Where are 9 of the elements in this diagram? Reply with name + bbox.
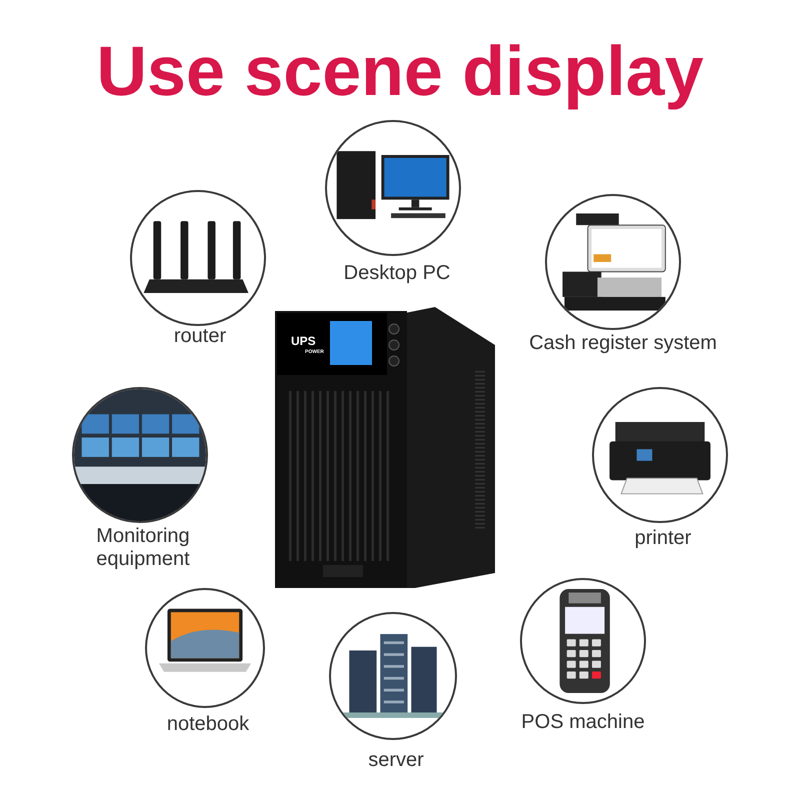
node-label: POS machine [520, 711, 646, 734]
node-label: router [172, 325, 228, 348]
node-label: notebook [166, 713, 250, 736]
node-label: Cash register system [528, 332, 718, 355]
node-label: printer [634, 527, 692, 550]
node-label: server [367, 749, 425, 772]
node-label: Desktop PC [342, 262, 452, 285]
node-label: Monitoring equipment [95, 525, 191, 571]
device-label: UPS [291, 335, 316, 347]
